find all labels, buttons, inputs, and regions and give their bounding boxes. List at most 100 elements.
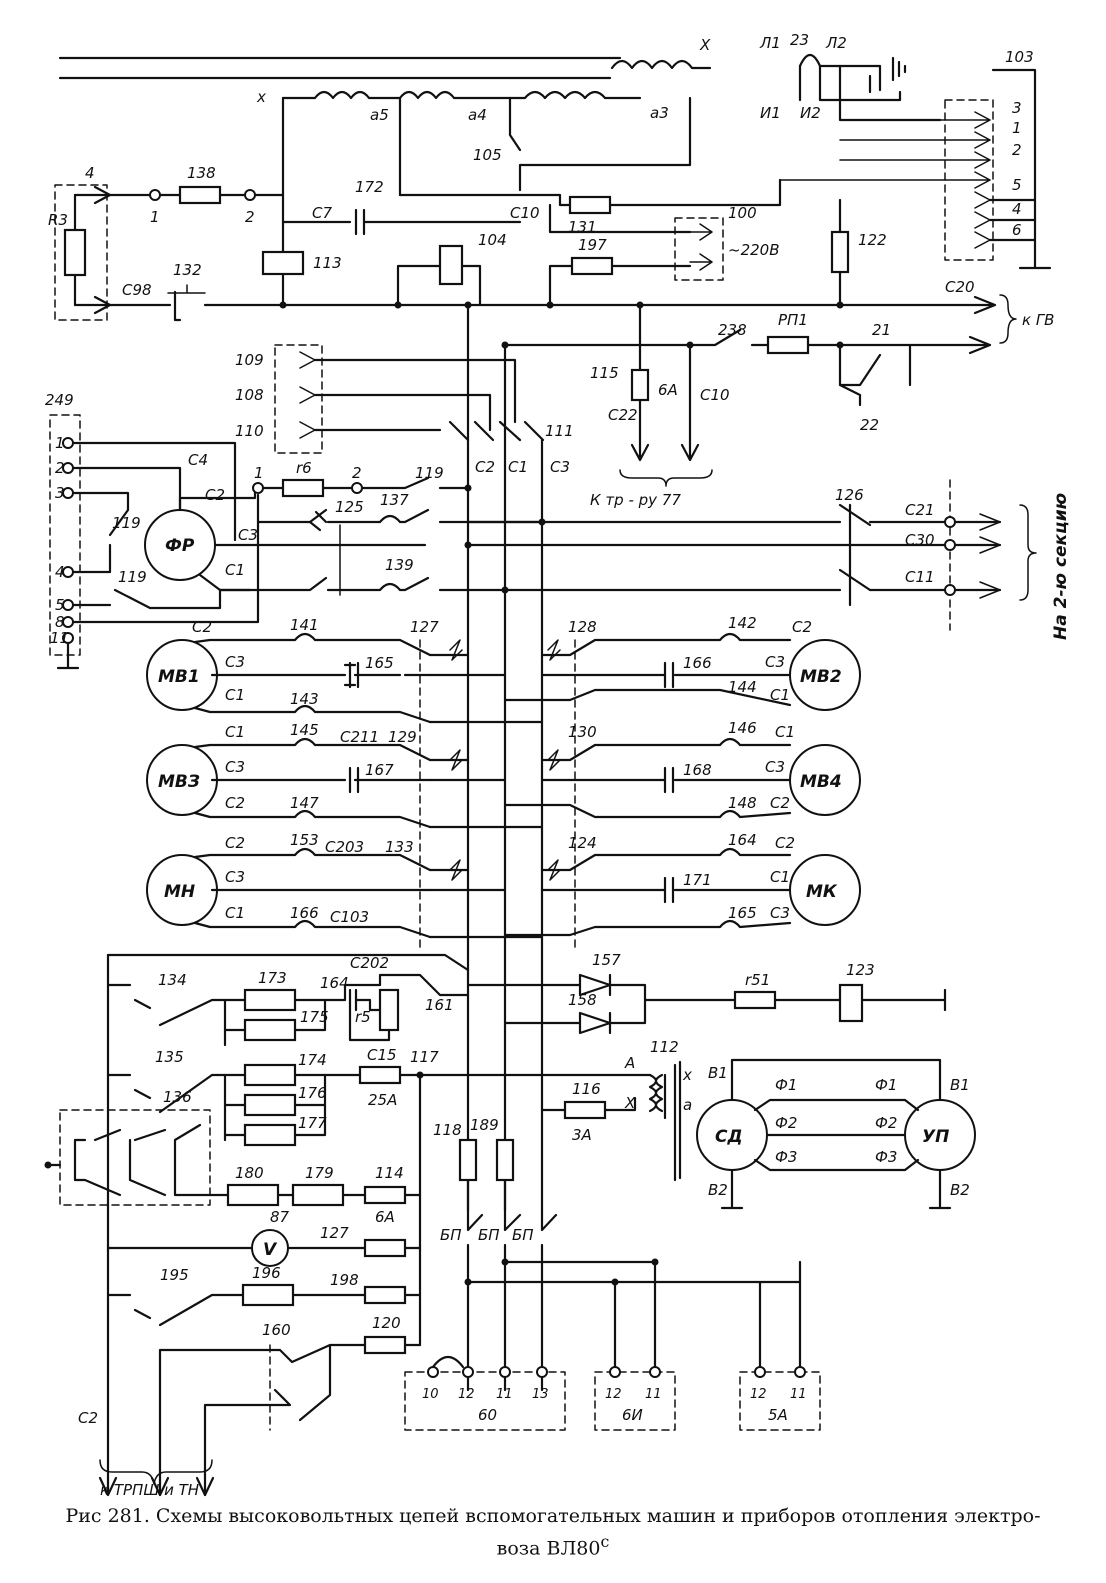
label-b2-right: В2: [950, 1181, 970, 1199]
label-180: 180: [235, 1164, 264, 1182]
label-c211: С211: [340, 728, 379, 746]
label-119-a: 119: [112, 514, 141, 532]
label-r51: r51: [745, 971, 770, 989]
label-145: 145: [290, 721, 319, 739]
label-172: 172: [355, 178, 384, 196]
r2-c3-right: С3: [765, 758, 785, 776]
pin-11: 11: [50, 629, 69, 647]
label-6a: 6А: [658, 381, 678, 399]
label-133: 133: [385, 838, 414, 856]
label-197: 197: [578, 236, 607, 254]
fr-terminal-1: 1: [254, 464, 264, 482]
label-146: 146: [728, 719, 757, 737]
r2-c2-left: С2: [225, 794, 245, 812]
pin-3: 3: [55, 484, 65, 502]
label-173: 173: [258, 969, 287, 987]
label-112: 112: [650, 1038, 679, 1056]
label-a3: a3: [650, 104, 669, 122]
label-c10-lower: С10: [700, 386, 730, 404]
label-148: 148: [728, 794, 757, 812]
label-k-tr-ru-77: К тр - ру 77: [590, 491, 681, 509]
label-c203: С203: [325, 838, 364, 856]
label-100: 100: [728, 204, 757, 222]
motor-row-3: МН МК С2 С3 С1 153 С203 133 166 С103 124…: [146, 639, 861, 951]
label-c30: С30: [905, 531, 935, 549]
label-167: 167: [365, 761, 394, 779]
label-bp2: БП: [478, 1226, 500, 1244]
block-6i: 6И: [622, 1406, 643, 1424]
label-c4: С4: [188, 451, 208, 469]
r1-c2-left: С2: [192, 618, 212, 636]
terminal-11-c: 11: [790, 1387, 807, 1402]
label-176: 176: [298, 1084, 327, 1102]
label-r3: R3: [48, 211, 68, 229]
label-i1: И1: [760, 104, 781, 122]
label-131: 131: [568, 218, 597, 236]
fr-terminal-2: 2: [352, 464, 362, 482]
label-126: 126: [835, 486, 864, 504]
label-103: 103: [1005, 48, 1034, 66]
label-142: 142: [728, 614, 757, 632]
fr-c1: С1: [225, 561, 245, 579]
label-f1-left: Ф1: [775, 1076, 797, 1094]
pin-8: 8: [55, 613, 65, 631]
label-a4: a4: [468, 106, 487, 124]
pin-4: 4: [1012, 200, 1022, 218]
electrical-schematic: X Л1 23 Л2 И1 И2 x a5 a4 a3 105 103 3 1 …: [44, 31, 1071, 1499]
label-114: 114: [375, 1164, 404, 1182]
label-f3-right: Ф3: [875, 1148, 897, 1166]
label-c20: С20: [945, 278, 975, 296]
label-c103: С103: [330, 908, 369, 926]
r2-c3-left: С3: [225, 758, 245, 776]
terminal-12-a: 12: [458, 1387, 475, 1402]
label-l2: Л2: [825, 34, 847, 52]
caption-line-1: Рис 281. Схемы высоковольтных цепей вспо…: [65, 1505, 1041, 1527]
label-c10: С10: [510, 204, 540, 222]
terminal-10: 10: [422, 1387, 439, 1402]
label-c21: С21: [905, 501, 935, 519]
label-137: 137: [380, 491, 409, 509]
label-r5: r5: [355, 1008, 371, 1026]
label-x-top: X: [699, 36, 711, 54]
label-23: 23: [790, 31, 809, 49]
label-124: 124: [568, 834, 597, 852]
pin-4: 4: [55, 563, 65, 581]
r2-c1-right: С1: [775, 723, 795, 741]
terminal-a-secondary: а: [683, 1096, 692, 1114]
label-119-c: 119: [415, 464, 444, 482]
pin-5: 5: [1012, 176, 1022, 194]
terminal-12-b: 12: [605, 1387, 622, 1402]
connector-103: 103 3 1 2 5 4 6: [779, 48, 1052, 270]
label-6a-lower: 6А: [375, 1208, 395, 1226]
terminal-13: 13: [532, 1387, 549, 1402]
label-161: 161: [425, 996, 454, 1014]
motor-mv1: МВ1: [158, 667, 200, 687]
label-f3-left: Ф3: [775, 1148, 797, 1166]
label-c15: С15: [367, 1046, 397, 1064]
motor-mk: МК: [806, 882, 838, 902]
label-c2-out: С2: [78, 1409, 98, 1427]
label-c1-bus: С1: [508, 458, 528, 476]
block-5a: 5А: [768, 1406, 788, 1424]
fr-motor-label: ФР: [165, 536, 195, 556]
fr-c3: С3: [238, 526, 258, 544]
label-bp1: БП: [440, 1226, 462, 1244]
main-buses: [466, 303, 544, 1212]
terminal-x-primary: Х: [624, 1094, 636, 1112]
r2-c2-right: С2: [770, 794, 790, 812]
label-196: 196: [252, 1264, 281, 1282]
label-174: 174: [298, 1051, 327, 1069]
transformer-windings: X Л1 23 Л2 И1 И2 x a5 a4 a3 105: [58, 31, 942, 257]
label-130: 130: [568, 723, 597, 741]
label-165: 165: [365, 654, 394, 672]
pin-2: 2: [1012, 141, 1022, 159]
label-147: 147: [290, 794, 319, 812]
label-179: 179: [305, 1164, 334, 1182]
upper-control-area: 4 R3 138 1 2 172 131 С7 С10 100 ~220В 11…: [48, 164, 1054, 509]
label-108: 108: [235, 386, 264, 404]
pin-3: 3: [1012, 99, 1022, 117]
terminal-11-b: 11: [645, 1387, 662, 1402]
label-123: 123: [846, 961, 875, 979]
caption-superscript: с: [600, 1532, 610, 1551]
motor-mv4: МВ4: [800, 772, 842, 792]
